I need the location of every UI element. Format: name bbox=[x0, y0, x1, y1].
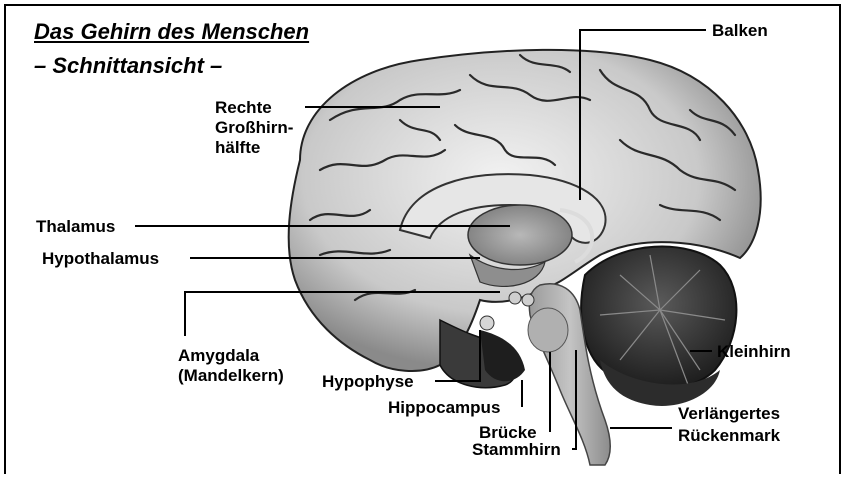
label-rechte-line3: hälfte bbox=[215, 138, 260, 157]
label-verlaengertes-line2: Rückenmark bbox=[678, 426, 780, 445]
label-kleinhirn: Kleinhirn bbox=[717, 342, 791, 361]
label-amygdala-line2: (Mandelkern) bbox=[178, 366, 284, 385]
label-amygdala-line1: Amygdala bbox=[178, 346, 259, 365]
label-hippocampus: Hippocampus bbox=[388, 398, 500, 417]
mamillary-shape bbox=[509, 292, 521, 304]
label-thalamus: Thalamus bbox=[36, 217, 115, 236]
label-rechte-line2: Großhirn- bbox=[215, 118, 293, 137]
label-hypothalamus: Hypothalamus bbox=[42, 249, 159, 268]
pons-shape bbox=[528, 308, 568, 352]
label-hypophyse: Hypophyse bbox=[322, 372, 414, 391]
page-subtitle: – Schnittansicht – bbox=[34, 53, 222, 79]
label-verlaengertes-line1: Verlängertes bbox=[678, 404, 780, 423]
label-balken: Balken bbox=[712, 21, 768, 40]
hypophyse-shape bbox=[480, 316, 494, 330]
page-title: Das Gehirn des Menschen bbox=[34, 19, 309, 45]
label-stammhirn: Stammhirn bbox=[472, 440, 561, 459]
label-rechte-line1: Rechte bbox=[215, 98, 272, 117]
thalamus-shape bbox=[468, 205, 572, 265]
